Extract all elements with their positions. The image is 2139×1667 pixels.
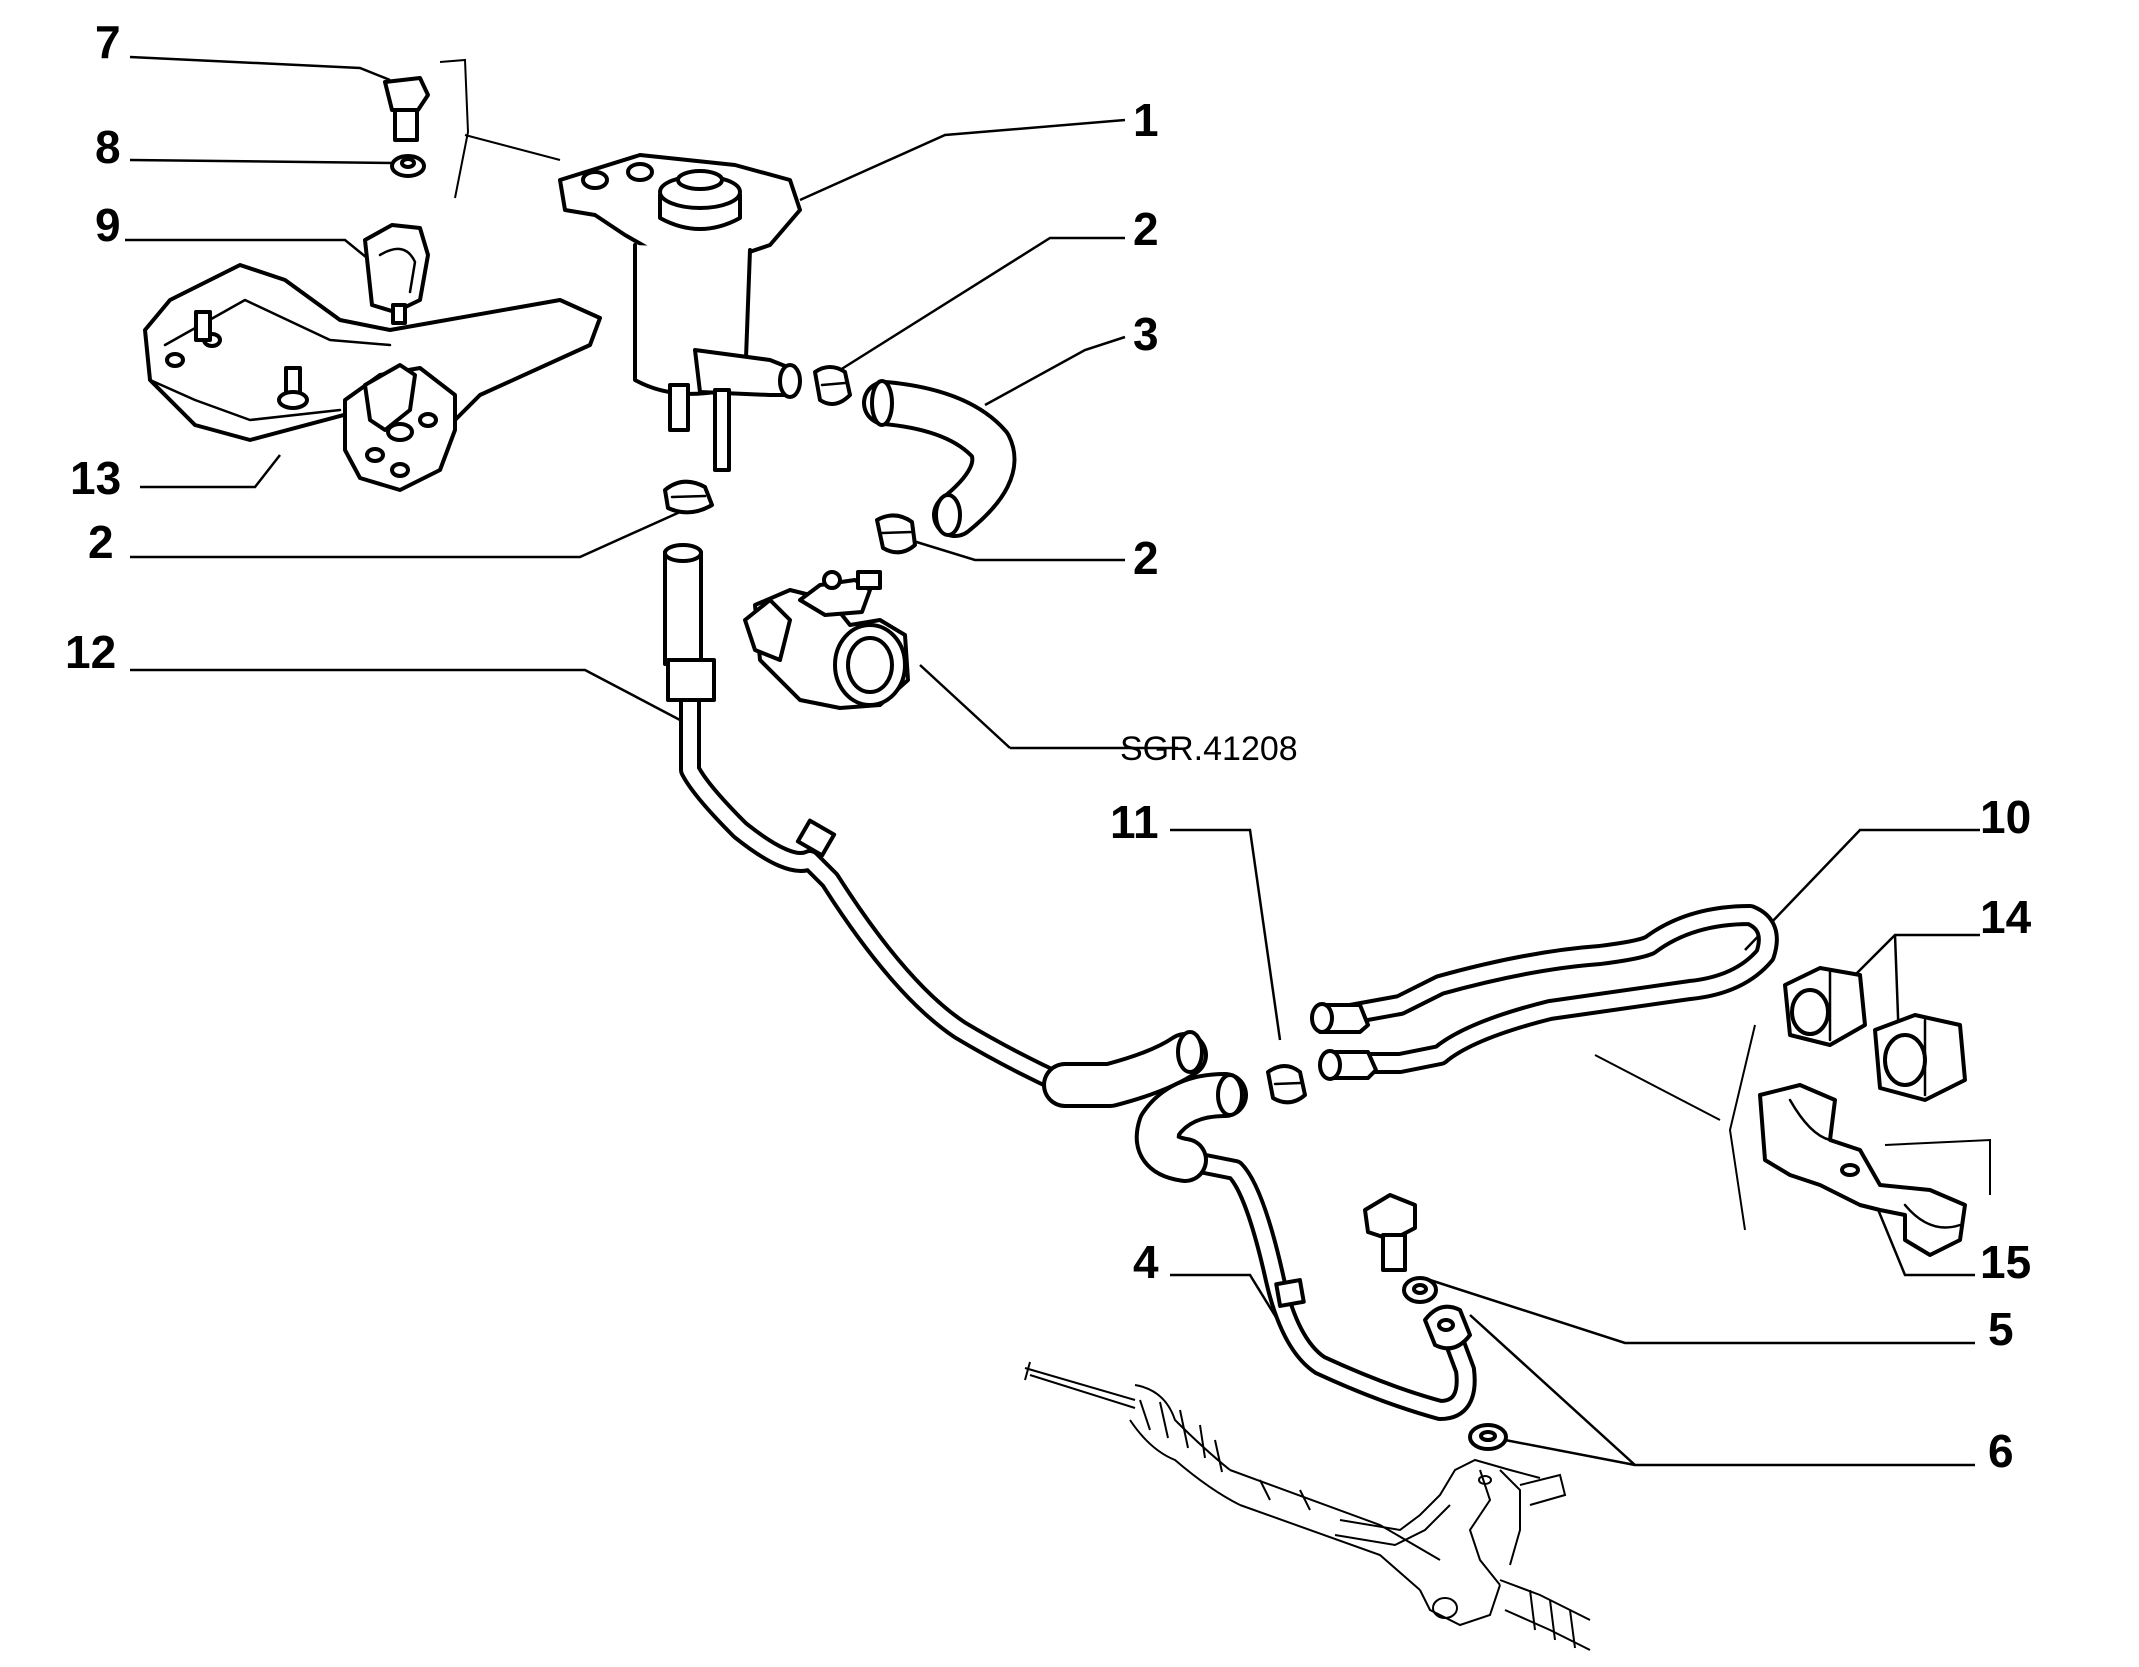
hose-clamp-part-2-top [813,365,852,406]
sealing-washer-part-6-lower [1468,1423,1508,1451]
callout-5: 5 [1988,1303,2014,1355]
rubber-bushing-part-14-right [1873,1013,1967,1102]
callout-13: 13 [70,452,121,504]
bolt-part-7 [383,76,430,142]
fluid-reservoir [558,153,802,472]
callout-9: 9 [95,199,121,251]
callout-2-right: 2 [1133,532,1159,584]
leader-lines [125,55,1991,1467]
clip-part-9 [363,223,430,325]
return-line-part-10 [1310,904,1779,1081]
callout-1: 1 [1133,94,1159,146]
mounting-clamp-part-15 [1758,1083,1967,1257]
callout-labels: 7 8 9 13 2 12 1 2 3 2 11 10 14 15 4 5 6 … [65,16,2032,1477]
sealing-washer-part-6-upper [1402,1276,1438,1304]
callout-7: 7 [95,16,121,68]
callout-6: 6 [1988,1425,2014,1477]
callout-2-top: 2 [1133,203,1159,255]
mounting-bracket-part-13 [143,263,602,492]
banjo-bolt-part-5 [1363,1193,1417,1272]
power-steering-pump [743,570,910,710]
hose-clamp-part-2-left [663,479,714,515]
callout-10: 10 [1980,791,2031,843]
callout-4: 4 [1133,1236,1159,1288]
hose-clamp-part-11 [1266,1064,1307,1105]
callout-15: 15 [1980,1236,2031,1288]
washer-part-8 [390,154,426,178]
callout-3: 3 [1133,308,1159,360]
pressure-pipe-part-12 [663,543,1208,1108]
callout-8: 8 [95,121,121,173]
rubber-bushing-part-14-left [1783,966,1867,1047]
return-hose-part-3 [862,379,1017,538]
steering-rack-assembly [1024,1361,1591,1651]
hose-part-4 [1134,1072,1477,1421]
callout-14: 14 [1980,891,2032,943]
callout-11: 11 [1110,796,1159,848]
callout-12: 12 [65,626,116,678]
drawing-code: SGR.41208 [1120,730,1298,768]
callout-2-left: 2 [88,516,114,568]
hose-clamp-part-2-right [875,513,917,555]
